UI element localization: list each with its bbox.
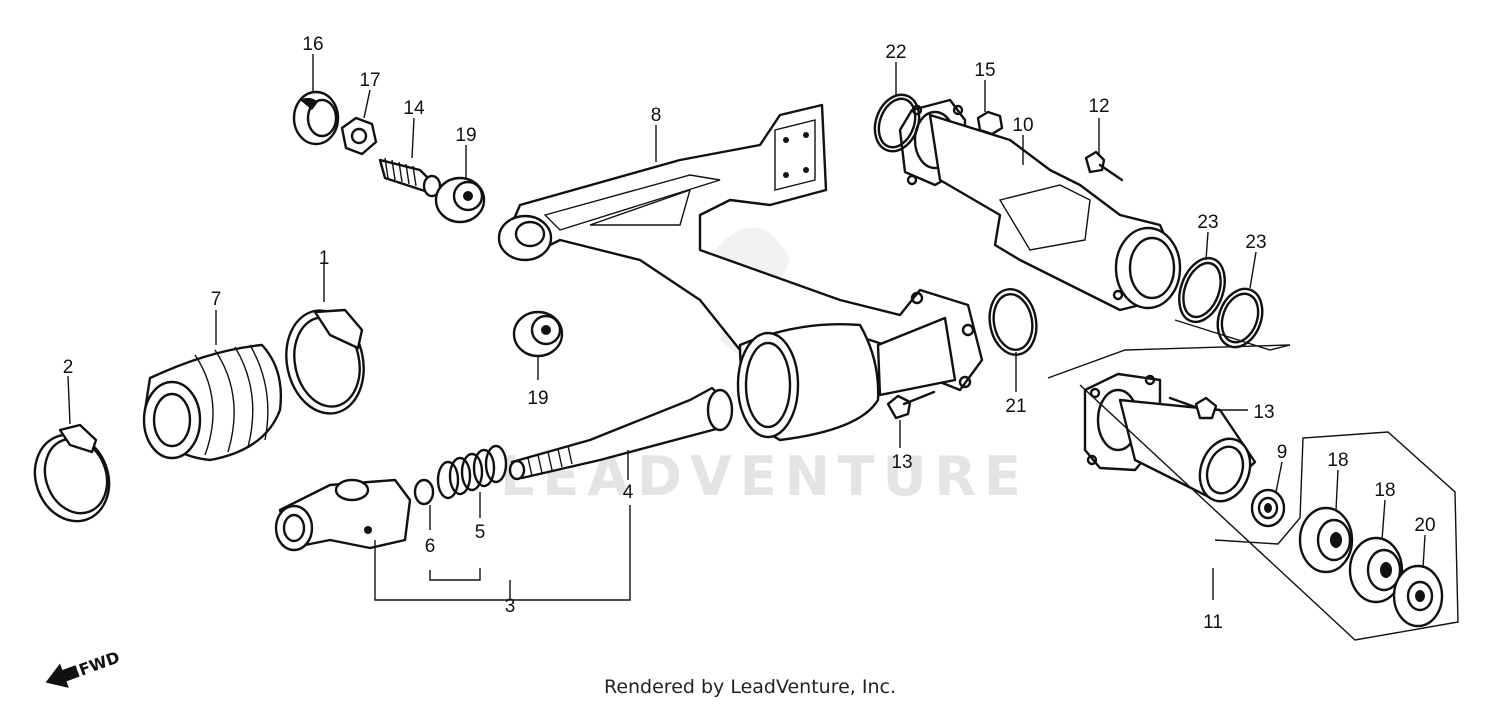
part-19-bushing-top[interactable] [434, 176, 486, 224]
part-21-oring[interactable] [985, 286, 1042, 359]
part-9-seal[interactable] [1250, 488, 1286, 528]
part-5-spring[interactable] [436, 444, 508, 500]
callout-23-b: 23 [1245, 232, 1266, 253]
callout-6: 6 [425, 536, 436, 557]
callout-18-a: 18 [1327, 450, 1348, 471]
callout-11: 11 [1203, 612, 1223, 633]
callout-7: 7 [211, 289, 222, 310]
callout-8: 8 [651, 105, 662, 126]
part-20-seal[interactable] [1392, 564, 1444, 628]
callout-10: 10 [1012, 115, 1033, 136]
callout-2: 2 [63, 357, 74, 378]
part-16-cap[interactable] [292, 90, 340, 146]
callout-5: 5 [475, 522, 486, 543]
callout-15: 15 [974, 60, 995, 81]
arrow-left-icon [45, 663, 80, 688]
part-18-bearing-a[interactable] [1298, 506, 1354, 574]
part-4-drive-shaft[interactable] [508, 386, 734, 481]
callout-17: 17 [359, 70, 380, 91]
callout-19-lower: 19 [527, 388, 548, 409]
callout-12: 12 [1088, 96, 1109, 117]
callout-4: 4 [623, 482, 634, 503]
callout-13-center: 13 [891, 452, 912, 473]
part-6-circlip[interactable] [413, 478, 435, 506]
part-19-bushing-lower[interactable] [512, 310, 564, 358]
part-18-bearing-b[interactable] [1348, 536, 1404, 604]
callout-18-b: 18 [1374, 480, 1395, 501]
part-8-swingarm[interactable] [497, 103, 984, 442]
part-10-housing[interactable] [898, 98, 1182, 312]
footer-credit: Rendered by LeadVenture, Inc. [603, 676, 897, 698]
part-13-bolt-right[interactable] [1168, 396, 1218, 420]
part-15-nut[interactable] [976, 110, 1004, 136]
part-1-clamp[interactable] [277, 303, 373, 421]
callout-20: 20 [1414, 515, 1435, 536]
callout-21: 21 [1005, 396, 1026, 417]
part-14-pivot-bolt[interactable] [378, 157, 442, 198]
part-11-sleeve[interactable] [1083, 372, 1258, 508]
callout-1: 1 [319, 248, 330, 269]
callout-14: 14 [403, 98, 425, 119]
fwd-label: FWD [76, 647, 122, 679]
callout-22: 22 [885, 42, 906, 63]
callout-19-top: 19 [455, 125, 476, 146]
part-3-universal-joint[interactable] [274, 478, 412, 552]
part-13-bolt-center[interactable] [886, 390, 936, 420]
part-22-oring[interactable] [867, 89, 926, 158]
callout-13-right: 13 [1253, 402, 1274, 423]
part-2-clamp[interactable] [23, 423, 121, 531]
part-17-nut[interactable] [340, 116, 378, 156]
callout-3: 3 [505, 596, 516, 617]
callout-23-a: 23 [1197, 212, 1218, 233]
part-23-oring-a[interactable] [1171, 252, 1233, 328]
callout-labels: 16 17 14 19 8 22 15 10 12 23 23 21 1 7 2… [63, 34, 1436, 633]
part-12-bolt[interactable] [1084, 150, 1124, 182]
part-7-boot[interactable] [142, 343, 283, 462]
leader-lines [67, 54, 1459, 641]
callout-9: 9 [1277, 442, 1288, 463]
callout-16: 16 [302, 34, 323, 55]
